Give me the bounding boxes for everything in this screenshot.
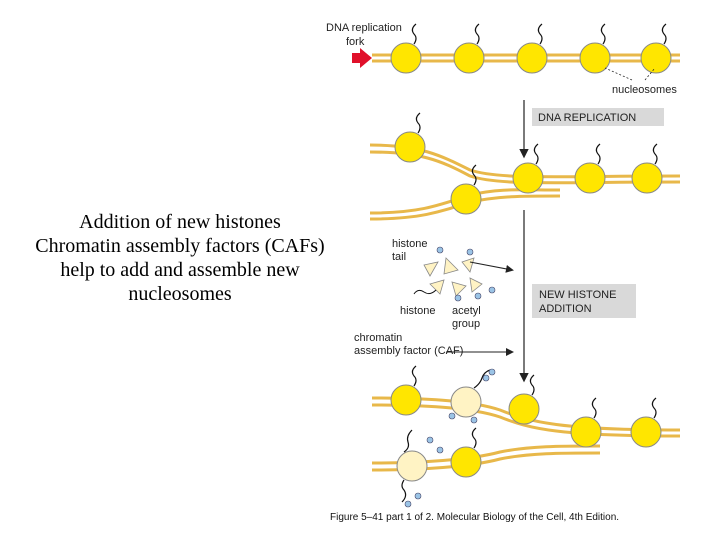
replication-label-box [532, 108, 664, 126]
acetyl-groups [436, 246, 496, 302]
caption-line-1: Addition of new histones [79, 211, 281, 233]
histone-label: histone [400, 305, 435, 317]
figure-caption: Figure 5–41 part 1 of 2. Molecular Biolo… [330, 512, 619, 523]
histone-addition-label-1: NEW HISTONE [539, 289, 616, 301]
caption-line-3: help to add and assemble new [60, 259, 300, 281]
histone-tail-squiggle [413, 289, 437, 295]
fork-label-1: DNA replication [326, 22, 402, 34]
slide-caption: Addition of new histones Chromatin assem… [0, 210, 360, 306]
caf-label-1: chromatin [354, 332, 402, 344]
free-histones [423, 257, 483, 297]
histone-tails-bottom [401, 365, 657, 503]
acetyl-label-1: acetyl [452, 305, 481, 317]
caf-label-2: assembly factor (CAF) [354, 345, 463, 357]
parental-nucleosomes [390, 42, 672, 74]
histone-addition-label-box [532, 284, 636, 318]
caption-line-4: nucleosomes [128, 283, 232, 305]
histone-tails-middle [415, 112, 658, 186]
fork-label-2: fork [346, 36, 365, 48]
histone-tail-label-1: histone [392, 238, 427, 250]
acetyl-label-2: group [452, 318, 480, 330]
caption-line-2: Chromatin assembly factors (CAFs) [35, 235, 325, 257]
histone-addition-label-2: ADDITION [539, 303, 592, 315]
histone-tail-label-2: tail [392, 251, 406, 263]
nucleosomes-label: nucleosomes [612, 84, 677, 96]
histone-tails-top [411, 23, 667, 45]
acetyl-groups-bottom [404, 368, 496, 508]
fork-nucleosomes [394, 131, 663, 215]
fork-arrow-icon [352, 48, 372, 68]
replication-label: DNA REPLICATION [538, 112, 636, 124]
daughter-nucleosomes [390, 384, 662, 482]
